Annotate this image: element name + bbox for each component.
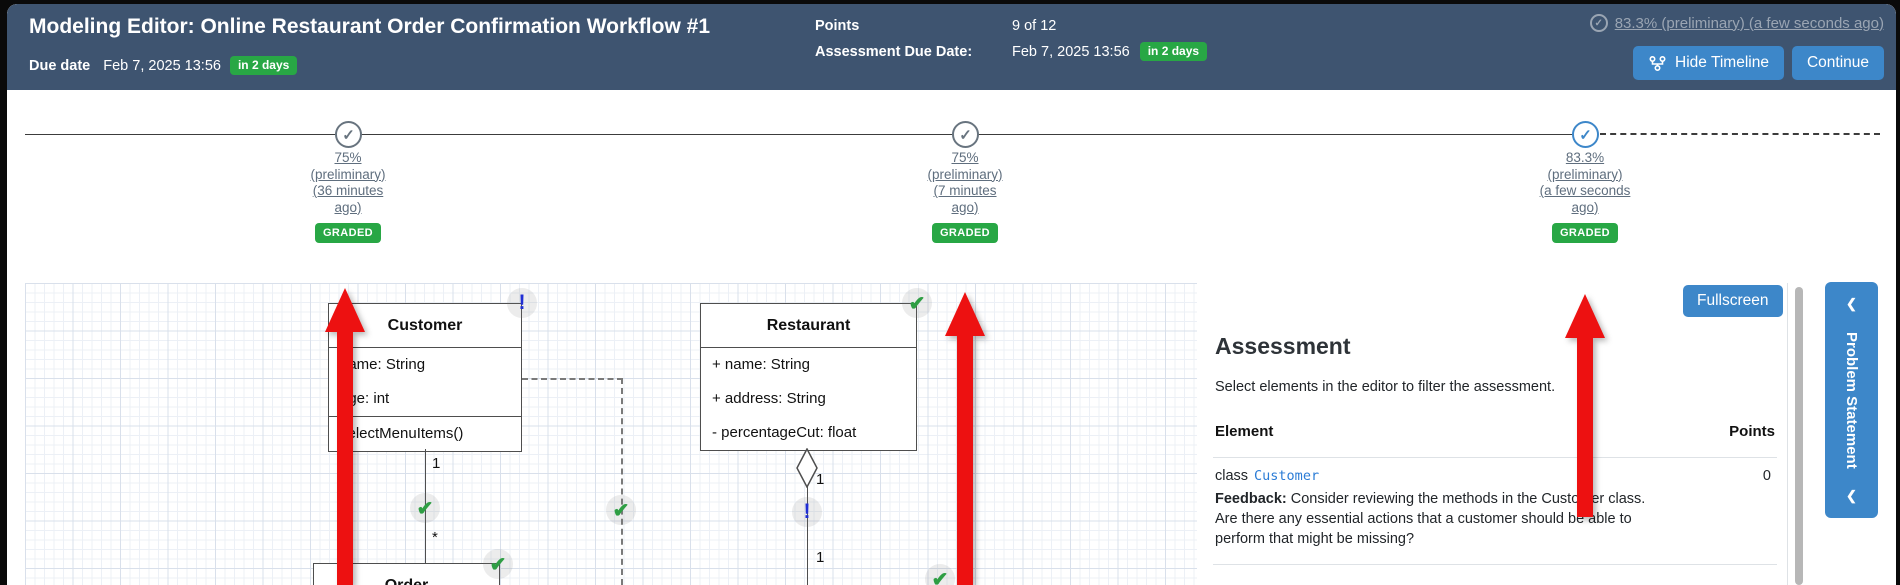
points-column-header: Points <box>1729 423 1775 440</box>
class-name: Order <box>314 564 499 585</box>
class-method: selectMenuItems() <box>340 425 464 442</box>
result-link[interactable]: 75% (preliminary) (36 minutes ago) <box>310 150 386 215</box>
points-block: Points 9 of 12 Assessment Due Date: Feb … <box>815 18 1208 62</box>
multiplicity-label: * <box>432 529 438 546</box>
assessment-table-header: Element Points <box>1215 423 1775 440</box>
element-points: 0 <box>1762 468 1771 484</box>
timeline-entry: 83.3% (preliminary) (a few seconds ago) … <box>1500 150 1670 243</box>
timeline-line <box>25 134 1572 135</box>
panel-divider <box>1787 283 1788 585</box>
result-link[interactable]: 83.3% (preliminary) (a few seconds ago) <box>1539 150 1631 215</box>
page-title: Modeling Editor: Online Restaurant Order… <box>29 15 710 38</box>
scrollbar[interactable] <box>1795 287 1803 585</box>
points-value: 9 of 12 <box>1012 18 1057 34</box>
feedback-ok-icon: ✔ <box>902 288 932 318</box>
element-column-header: Element <box>1215 423 1274 440</box>
exercise-header: Modeling Editor: Online Restaurant Order… <box>7 4 1896 90</box>
assessment-due-badge: in 2 days <box>1139 42 1208 62</box>
uml-class-order[interactable]: Order <box>313 563 500 585</box>
continue-button[interactable]: Continue <box>1791 46 1884 80</box>
check-circle-icon: ✓ <box>1589 14 1608 32</box>
feedback-ok-icon: ✔ <box>925 564 955 585</box>
association-customer-order[interactable] <box>425 449 426 563</box>
class-attribute: - percentageCut: float <box>712 424 857 441</box>
feedback-warning-icon: ! <box>507 288 537 318</box>
result-link[interactable]: 75% (preliminary) (7 minutes ago) <box>927 150 1003 215</box>
dashed-association[interactable] <box>621 378 623 585</box>
feedback-ok-icon: ✔ <box>410 493 440 523</box>
class-attribute: name: String <box>340 356 426 373</box>
class-attribute: + name: String <box>712 356 810 373</box>
hide-timeline-button[interactable]: Hide Timeline <box>1633 46 1784 80</box>
graded-badge: GRADED <box>931 223 999 243</box>
annotation-arrow <box>945 292 985 585</box>
arrow-shaft <box>1577 338 1593 517</box>
feedback-label: Feedback: <box>1215 491 1287 507</box>
arrow-head <box>945 292 985 336</box>
chevron-icon: ❮ <box>1846 487 1857 503</box>
element-name[interactable]: Customer <box>1254 468 1320 484</box>
aggregation-diamond <box>796 448 818 488</box>
assessment-row: class Customer 0 <box>1215 468 1771 484</box>
timeline-check-icon: ✓ <box>335 121 362 148</box>
annotation-arrow <box>1565 294 1605 517</box>
app-window: Modeling Editor: Online Restaurant Order… <box>7 4 1896 585</box>
score-link[interactable]: ✓ 83.3% (preliminary) (a few seconds ago… <box>1589 14 1884 32</box>
feedback-ok-icon: ✔ <box>483 549 513 579</box>
timeline-icon <box>1649 55 1666 71</box>
feedback-ok-icon: ✔ <box>606 495 636 525</box>
multiplicity-label: 1 <box>816 471 825 488</box>
annotation-arrow <box>325 288 365 585</box>
class-name: Restaurant <box>701 304 916 348</box>
due-date-value: Feb 7, 2025 13:56 <box>103 57 221 74</box>
timeline-line-future <box>1600 133 1880 135</box>
points-label: Points <box>815 18 860 34</box>
problem-statement-toggle[interactable]: ❮ Problem Statement ❮ <box>1825 282 1878 518</box>
problem-statement-label: Problem Statement <box>1843 331 1860 469</box>
multiplicity-label: 1 <box>816 549 825 566</box>
class-name: Customer <box>329 304 521 348</box>
hide-timeline-label: Hide Timeline <box>1675 54 1769 71</box>
graded-badge: GRADED <box>314 223 382 243</box>
chevron-icon: ❮ <box>1846 296 1857 311</box>
dashed-association[interactable] <box>522 378 623 380</box>
uml-class-restaurant[interactable]: Restaurant + name: String + address: Str… <box>700 303 917 451</box>
timeline-check-icon-current: ✓ <box>1572 121 1599 148</box>
association-restaurant[interactable] <box>807 486 808 585</box>
arrow-head <box>1565 294 1605 338</box>
assessment-subtitle: Select elements in the editor to filter … <box>1215 379 1556 395</box>
due-date-row: Due date Feb 7, 2025 13:56 in 2 days <box>29 56 298 76</box>
timeline-entry: 75% (preliminary) (36 minutes ago) GRADE… <box>263 150 433 243</box>
arrow-shaft <box>337 332 353 585</box>
score-link-text: 83.3% (preliminary) (a few seconds ago) <box>1614 14 1884 32</box>
assessment-title: Assessment <box>1215 333 1351 359</box>
multiplicity-label: 1 <box>432 455 441 472</box>
due-date-label: Due date <box>29 57 91 74</box>
arrow-shaft <box>957 336 973 585</box>
assessment-panel: Fullscreen Assessment Select elements in… <box>1197 283 1787 585</box>
assessment-due-label: Assessment Due Date: <box>815 43 973 60</box>
timeline-entry: 75% (preliminary) (7 minutes ago) GRADED <box>880 150 1050 243</box>
timeline-check-icon: ✓ <box>952 121 979 148</box>
feedback-warning-icon: ! <box>792 497 822 527</box>
due-date-badge: in 2 days <box>229 56 298 76</box>
modeling-canvas[interactable]: Customer name: String age: int selectMen… <box>25 283 1197 585</box>
divider <box>1213 564 1777 565</box>
feedback-text: Feedback:Consider reviewing the methods … <box>1215 491 1646 547</box>
class-attribute: + address: String <box>712 390 826 407</box>
uml-class-customer[interactable]: Customer name: String age: int selectMen… <box>328 303 522 452</box>
arrow-head <box>325 288 365 332</box>
assessment-due-value: Feb 7, 2025 13:56 <box>1012 43 1130 60</box>
fullscreen-button[interactable]: Fullscreen <box>1683 285 1783 317</box>
element-type: class <box>1215 468 1249 484</box>
header-buttons: Hide Timeline Continue <box>1633 46 1884 80</box>
divider <box>1213 457 1777 458</box>
graded-badge: GRADED <box>1551 223 1619 243</box>
